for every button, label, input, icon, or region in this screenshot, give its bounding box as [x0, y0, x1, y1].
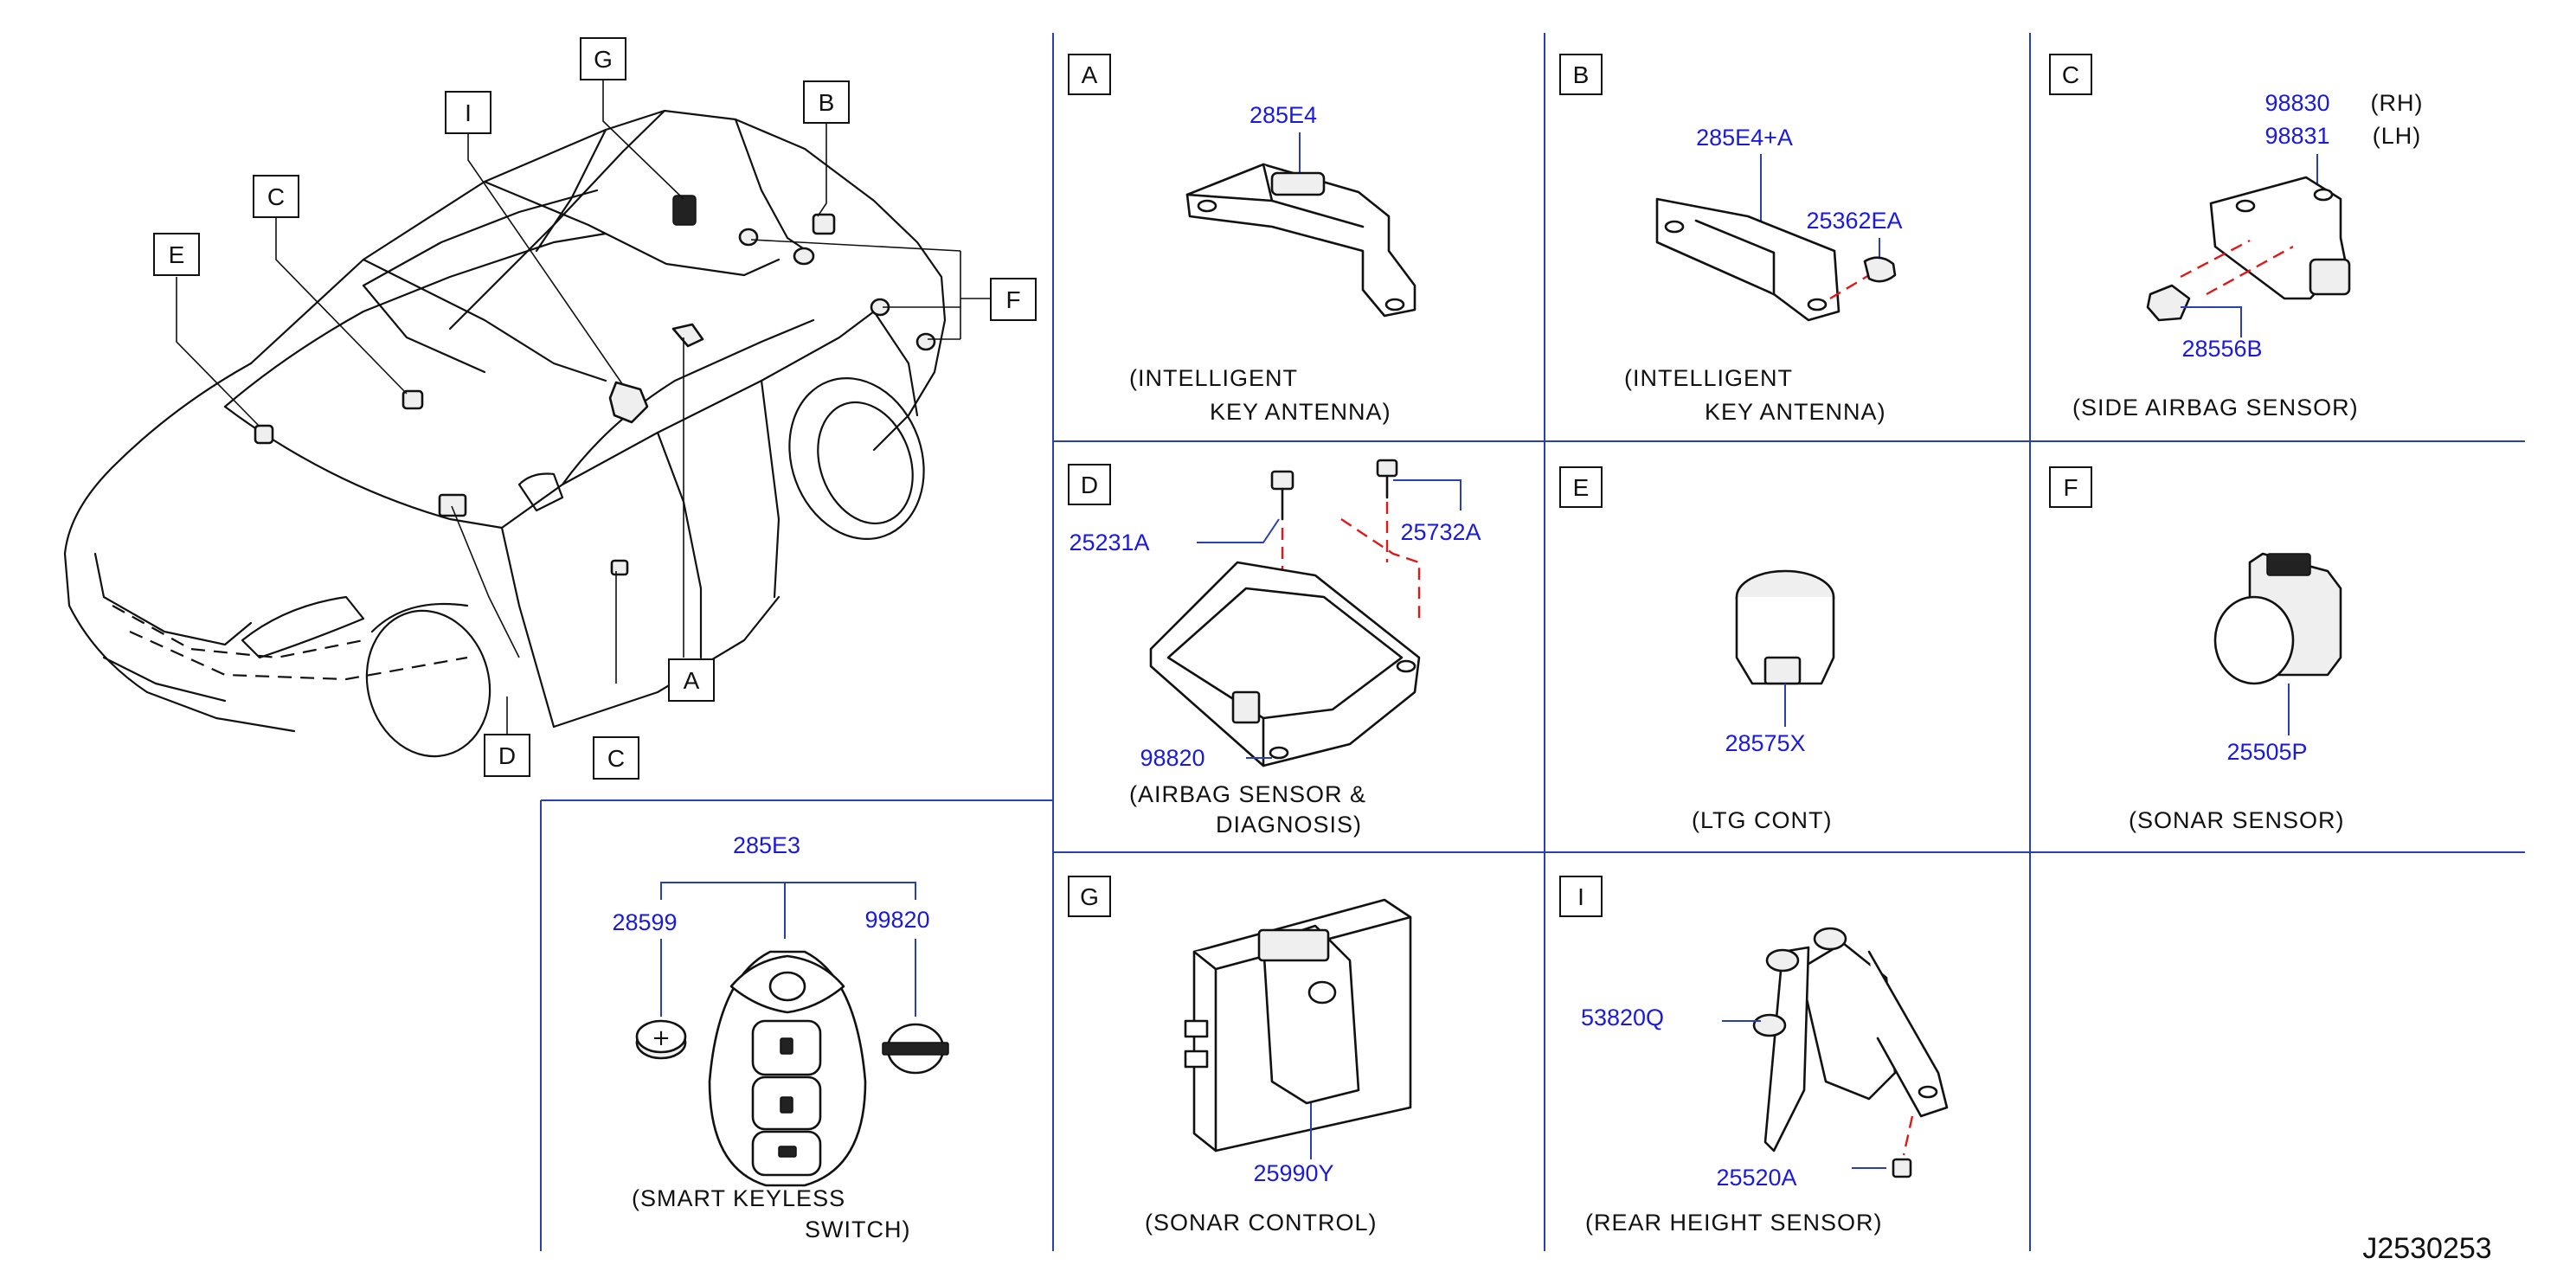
panel-c-part-lh: 98831	[2264, 123, 2329, 149]
panel-d: D 25231A 25732A 98820 (AIRBAG SENSOR & D…	[1068, 459, 1481, 838]
panel-i-part-2: 25520A	[1716, 1165, 1796, 1191]
panel-g-part: 25990Y	[1253, 1160, 1333, 1186]
panel-g-caption: (SONAR CONTROL)	[1145, 1210, 1378, 1236]
panel-e-letter: E	[1573, 474, 1590, 501]
callout-i: I	[465, 100, 472, 126]
panel-c-part-lh-side: (LH)	[2373, 123, 2422, 149]
panel-c-letter: C	[2062, 61, 2079, 88]
vehicle-overview	[63, 74, 991, 758]
panel-i-caption: (REAR HEIGHT SENSOR)	[1585, 1210, 1883, 1236]
panel-a-caption-1: (INTELLIGENT	[1129, 365, 1298, 391]
panel-b: B 285E4+A 25362EA (INTELLIGENT KEY ANTEN…	[1559, 54, 1903, 425]
panel-c-caption: (SIDE AIRBAG SENSOR)	[2072, 395, 2359, 421]
trunk-icon	[778, 1146, 797, 1158]
callout-d: D	[498, 742, 516, 769]
panel-i: I 53820Q 25520A (REAR HEIGHT SENSOR)	[1559, 876, 1949, 1236]
panel-d-part-unit: 98820	[1140, 745, 1204, 771]
keyless-part-emblem: 99820	[864, 907, 929, 933]
unlock-icon	[780, 1096, 793, 1114]
keyless-caption-1: (SMART KEYLESS	[632, 1185, 845, 1211]
panel-b-caption-2: KEY ANTENNA)	[1705, 399, 1886, 425]
panel-d-caption-1: (AIRBAG SENSOR &	[1129, 781, 1366, 807]
panel-c-part-rh: 98830	[2264, 90, 2329, 116]
callout-e: E	[169, 241, 185, 268]
panel-e-caption: (LTG CONT)	[1692, 807, 1832, 833]
panel-a-part: 285E4	[1249, 102, 1317, 128]
panel-d-letter: D	[1081, 472, 1098, 498]
panel-a: A 285E4 (INTELLIGENT KEY ANTENNA)	[1068, 54, 1416, 425]
callout-b: B	[819, 89, 835, 116]
callout-a: A	[684, 667, 700, 694]
callout-g: G	[594, 46, 613, 73]
keyless-part-main: 285E3	[733, 832, 800, 858]
panel-d-part-bolt-1: 25231A	[1069, 530, 1149, 555]
panel-f-letter: F	[2063, 474, 2078, 501]
panel-i-letter: I	[1577, 883, 1584, 910]
lock-icon	[780, 1037, 793, 1055]
panel-e: E 28575X (LTG CONT)	[1559, 466, 1835, 833]
keyless-caption-2: SWITCH)	[805, 1217, 910, 1242]
panel-c: C 98830 (RH) 98831 (LH) 28556B (SIDE AIR…	[2049, 54, 2424, 421]
keyless-part-battery: 28599	[612, 909, 677, 935]
panel-b-part-2: 25362EA	[1806, 208, 1902, 234]
panel-c-part-nut: 28556B	[2181, 336, 2262, 362]
panel-d-part-bolt-2: 25732A	[1400, 519, 1481, 545]
panel-f-caption: (SONAR SENSOR)	[2129, 807, 2345, 833]
panel-c-part-rh-side: (RH)	[2371, 90, 2424, 116]
callout-f: F	[1005, 286, 1020, 313]
panel-d-caption-2: DIAGNOSIS)	[1216, 812, 1362, 838]
overview-callouts: G I B C E F A D C	[153, 37, 1037, 780]
panel-keyless: 285E3 28599 99820 + (SMART KEYLESS SWITC…	[612, 832, 949, 1242]
panel-f: F 25505P (SONAR SENSOR)	[2049, 466, 2345, 833]
panel-i-part-1: 53820Q	[1581, 1005, 1664, 1030]
panel-a-caption-2: KEY ANTENNA)	[1210, 399, 1391, 425]
panel-a-letter: A	[1082, 61, 1098, 88]
panel-b-letter: B	[1573, 61, 1590, 88]
callout-c-bottom: C	[607, 745, 625, 772]
panel-f-part: 25505P	[2226, 739, 2307, 765]
panel-b-part-1: 285E4+A	[1696, 125, 1793, 151]
panel-g-letter: G	[1080, 883, 1099, 910]
panel-e-part: 28575X	[1725, 730, 1805, 756]
diagram-id: J2530253	[2362, 1232, 2491, 1265]
panel-g: G 25990Y (SONAR CONTROL)	[1068, 876, 1412, 1236]
panel-grid	[540, 33, 2525, 1251]
panel-b-caption-1: (INTELLIGENT	[1624, 365, 1793, 391]
battery-plus-icon: +	[652, 1025, 671, 1051]
callout-c-top: C	[267, 183, 285, 210]
